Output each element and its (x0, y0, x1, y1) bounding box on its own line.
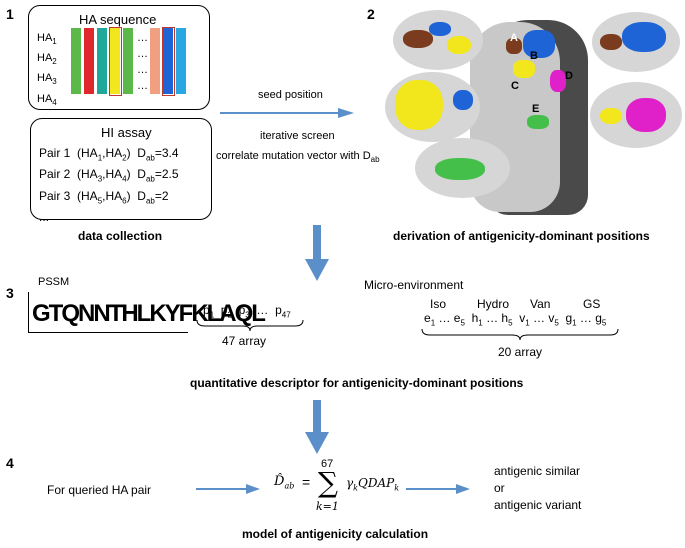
down-arrow-2 (305, 400, 329, 454)
site-label-b: B (530, 50, 538, 62)
step-number-4: 4 (6, 455, 14, 471)
micro-environment-label: Micro-environment (364, 278, 464, 292)
site-label-a: A (510, 32, 518, 44)
alignment-highlight-1 (109, 27, 122, 96)
pair-row-3: Pair 3 (HA5,HA6) Dab=2 (39, 188, 169, 206)
alignment-column-green-2 (123, 28, 133, 94)
pair-row-2: Pair 2 (HA3,HA4) Dab=2.5 (39, 167, 179, 184)
alignment-column-green (71, 28, 81, 94)
group-van: Van (530, 297, 551, 311)
bracket-1 (196, 319, 304, 332)
array-47-values: p1 p2 p3 … p47 (203, 303, 291, 320)
iterative-screen-label: iterative screen (260, 130, 335, 142)
alignment-column-blue (163, 28, 173, 94)
formula-upper-limit: 67 (321, 458, 334, 470)
pssm-logo-letters: GTQNNTHLKYFKLAQL (32, 300, 266, 327)
seed-arrow (220, 108, 354, 118)
step-number-3: 3 (6, 285, 14, 301)
data-collection-caption: data collection (78, 229, 163, 243)
hi-assay-title: HI assay (101, 125, 152, 140)
pair-row-more: ... (39, 210, 50, 225)
outcome-or: or (494, 481, 505, 495)
hi-assay-pairs: Pair 1 (HA1,HA2) Dab=3.4 Pair 2 (HA3,HA4… (39, 145, 179, 226)
site-b-patch (506, 38, 522, 54)
pair-row-1: Pair 1 (HA1,HA2) Dab=3.4 (39, 146, 179, 163)
alignment-column-red (84, 28, 94, 94)
result-arrow (406, 484, 470, 494)
formula-equals: = (302, 474, 311, 490)
alignment-column-salmon (150, 28, 160, 94)
formula-lower-limit: k=1 (316, 500, 339, 513)
derivation-caption: derivation of antigenicity-dominant posi… (393, 229, 650, 243)
zoom-surface-top-right (592, 12, 680, 72)
site-d-patch (550, 70, 566, 92)
down-arrow-1 (305, 225, 329, 281)
group-gs: GS (583, 297, 601, 311)
site-label-e: E (532, 103, 540, 115)
zoom-surface-top-left (393, 10, 483, 70)
zoom-surface-bottom-left (415, 138, 510, 198)
descriptor-caption: quantitative descriptor for antigenicity… (190, 376, 524, 390)
formula: D̂ab = 67 ∑ k=1 γkQDAPk (274, 458, 404, 513)
group-iso: Iso (430, 297, 447, 311)
alignment-highlight-2 (162, 27, 175, 96)
query-arrow (196, 484, 260, 494)
ha-sequence-title: HA sequence (79, 12, 157, 27)
hi-assay-box: HI assay Pair 1 (HA1,HA2) Dab=3.4 Pair 2… (30, 118, 212, 224)
step-number-1: 1 (6, 6, 14, 22)
array-47-caption: 47 array (222, 334, 267, 348)
alignment-ellipsis: ………… (137, 32, 148, 92)
zoom-surface-mid-right (590, 82, 682, 148)
site-c-patch (513, 60, 535, 78)
queried-pair-label: For queried HA pair (47, 483, 152, 497)
alignment-column-cyan (176, 28, 186, 94)
formula-term: γkQDAPk (346, 476, 400, 493)
site-label-d: D (565, 70, 573, 82)
outcome-variant: antigenic variant (494, 498, 582, 512)
zoom-surface-mid-left (385, 72, 480, 142)
site-a-patch (523, 30, 555, 58)
array-20-caption: 20 array (498, 345, 543, 359)
pssm-label: PSSM (38, 276, 70, 288)
outcome-labels: antigenic similar or antigenic variant (494, 463, 581, 514)
correlate-label: correlate mutation vector with Dab (216, 150, 380, 165)
pssm-logo: GTQNNTHLKYFKLAQL (28, 292, 266, 334)
model-caption: model of antigenicity calculation (242, 527, 429, 541)
site-label-c: C (511, 80, 519, 92)
step-number-2: 2 (367, 6, 375, 22)
bracket-2 (421, 328, 619, 341)
group-hydro: Hydro (477, 297, 510, 311)
seed-position-label: seed position (258, 89, 323, 101)
alignment-column-teal (97, 28, 107, 94)
formula-lhs: D̂ab (274, 474, 295, 491)
formula-sum: ∑ (318, 466, 338, 499)
alignment-column-yellow (110, 28, 120, 94)
site-e-patch (527, 115, 549, 129)
outcome-similar: antigenic similar (494, 464, 581, 478)
array-20-values: e1 … e5 h1 … h5 v1 … v5 g1 … g5 (424, 311, 607, 328)
